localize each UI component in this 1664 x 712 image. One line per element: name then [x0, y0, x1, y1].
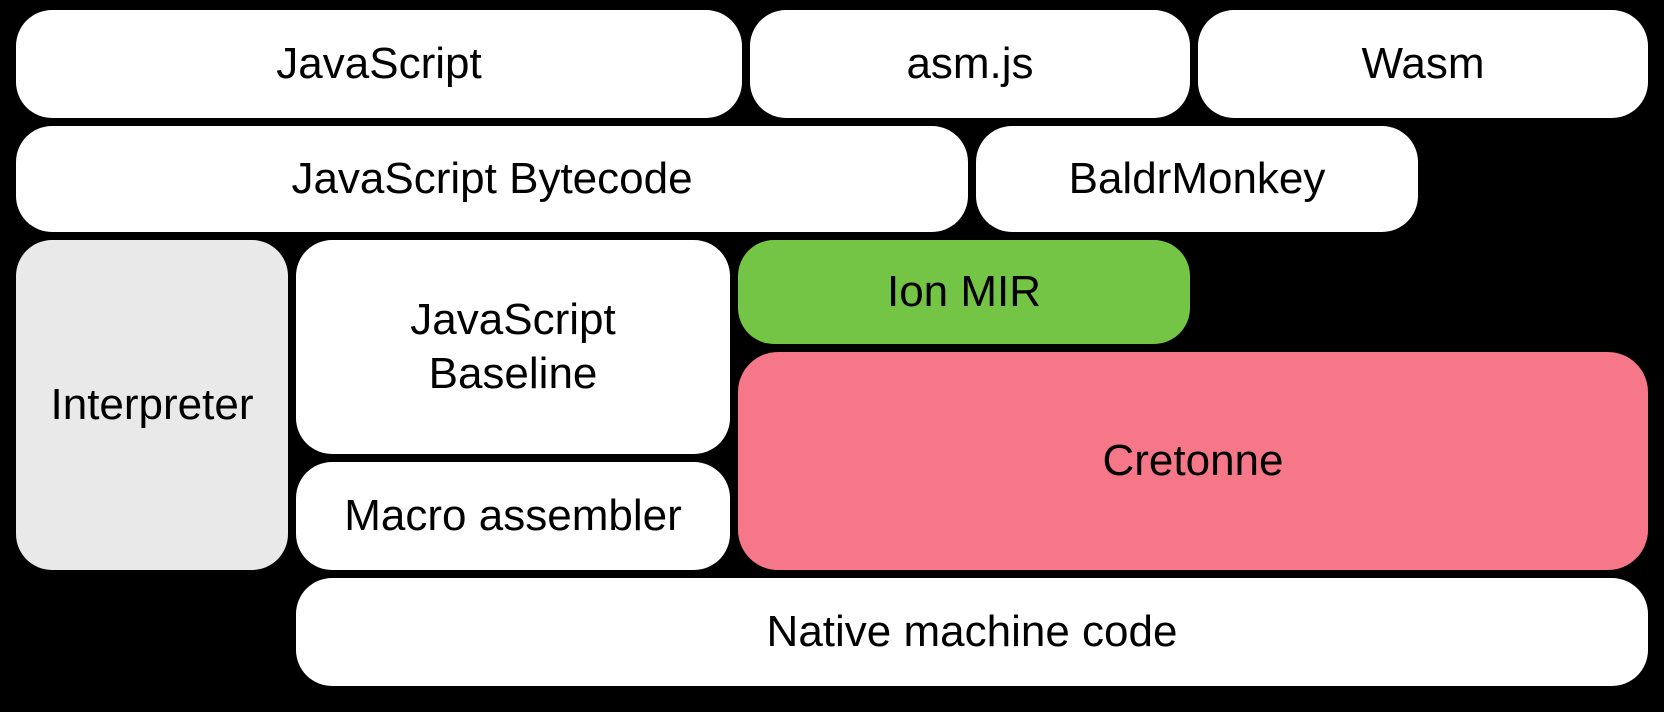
box-javascript-baseline-label-line2: Baseline: [428, 349, 598, 398]
box-javascript-bytecode-label: JavaScript Bytecode: [291, 154, 693, 204]
box-javascript: JavaScript: [16, 10, 742, 118]
box-native-machine-code-label: Native machine code: [766, 607, 1178, 657]
box-macro-assembler-label: Macro assembler: [344, 491, 682, 541]
box-javascript-baseline: JavaScript Baseline: [296, 240, 730, 454]
box-javascript-bytecode: JavaScript Bytecode: [16, 126, 968, 232]
box-cretonne-label: Cretonne: [1102, 436, 1284, 486]
box-wasm-label: Wasm: [1361, 39, 1485, 89]
box-wasm: Wasm: [1198, 10, 1648, 118]
box-native-machine-code: Native machine code: [296, 578, 1648, 686]
box-asm-js: asm.js: [750, 10, 1190, 118]
box-javascript-label: JavaScript: [276, 39, 482, 89]
box-javascript-baseline-label-line1: JavaScript: [410, 295, 616, 345]
box-interpreter-label: Interpreter: [50, 380, 254, 430]
box-asm-js-label: asm.js: [906, 39, 1034, 89]
box-baldrmonkey-label: BaldrMonkey: [1068, 154, 1326, 204]
box-interpreter: Interpreter: [16, 240, 288, 570]
box-macro-assembler: Macro assembler: [296, 462, 730, 570]
box-ion-mir: Ion MIR: [738, 240, 1190, 344]
box-baldrmonkey: BaldrMonkey: [976, 126, 1418, 232]
box-ion-mir-label: Ion MIR: [886, 267, 1042, 317]
box-cretonne: Cretonne: [738, 352, 1648, 570]
